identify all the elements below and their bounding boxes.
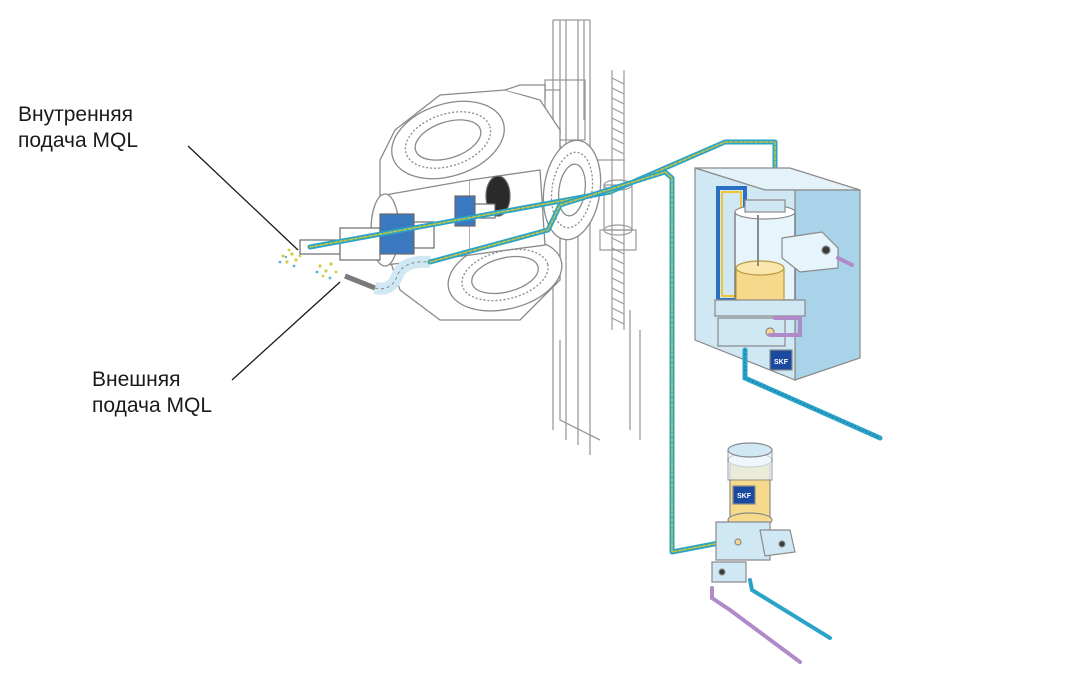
small-mql-pump [711,442,796,583]
external-nozzle-hose [344,255,431,295]
external-mql-label-line2: подача MQL [92,394,213,417]
internal-mql-spray [278,248,302,268]
mql-supply-lines [307,139,778,555]
internal-mql-label-line1: Внутренняя [18,103,134,126]
lead-screw [599,70,637,330]
spindle-assembly [299,175,511,261]
skf-logo-cabinet: SKF [774,359,789,366]
cabinet-connections [742,256,883,441]
external-mql-label-line1: Внешняя [92,368,181,391]
external-mql-label: Внешняя подача MQL [92,367,212,419]
pump-connections [710,578,832,664]
external-mql-spray [315,262,338,280]
callout-leaders [187,145,341,381]
mql-unit-cabinet [694,167,861,381]
internal-mql-label: Внутренняя подача MQL [18,102,138,154]
skf-logo-pump: SKF [737,493,752,500]
internal-mql-label-line2: подача MQL [18,129,139,152]
